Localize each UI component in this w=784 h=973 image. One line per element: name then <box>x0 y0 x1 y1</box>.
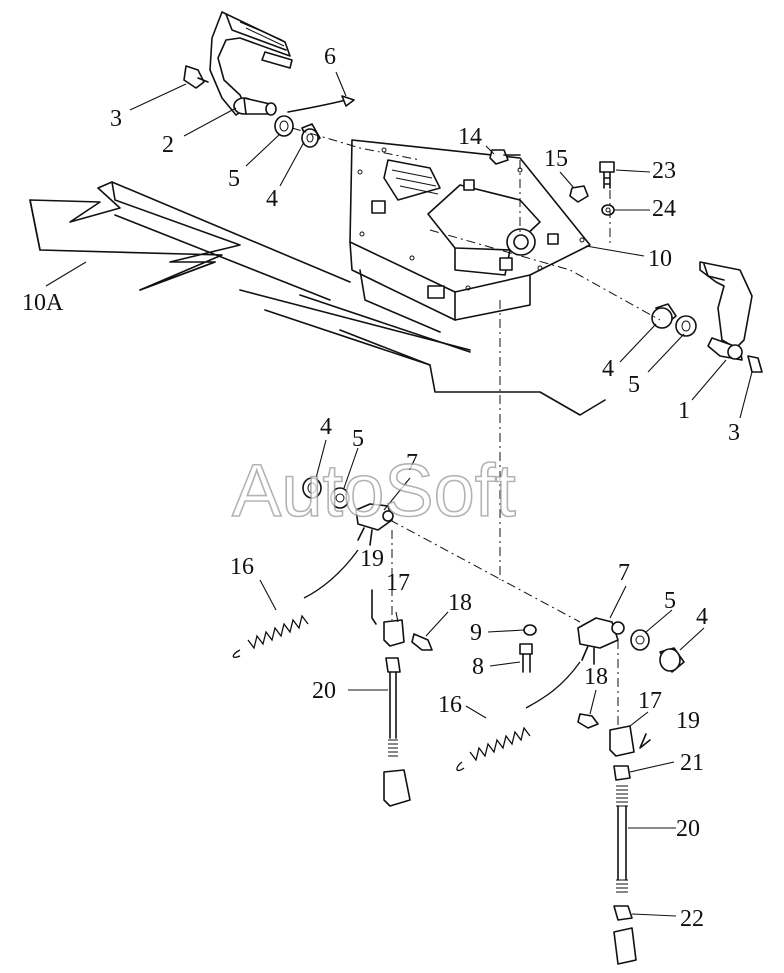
bushing-4-top <box>301 123 321 148</box>
spring-16-left <box>232 549 359 658</box>
spring-16-right <box>456 661 581 772</box>
spring-clip-19-right <box>639 733 651 749</box>
callout-20-right: 20 <box>676 816 700 842</box>
callout-19-right: 19 <box>676 708 700 734</box>
callout-2: 2 <box>162 132 174 158</box>
pin-18-right <box>577 713 599 729</box>
callout-16-right: 16 <box>438 692 462 718</box>
callout-21: 21 <box>680 750 704 776</box>
bushing-5-right <box>630 629 650 651</box>
centerlines <box>291 127 661 725</box>
callout-19-left: 19 <box>360 546 384 572</box>
end-fitting-right <box>613 927 637 965</box>
callout-4-top: 4 <box>266 186 278 212</box>
bushing-5-mid <box>675 315 697 337</box>
nut-21 <box>613 765 631 781</box>
callout-14: 14 <box>458 124 482 150</box>
bolt-8 <box>519 643 533 673</box>
callout-5-top: 5 <box>228 166 240 192</box>
clevis-17-right <box>609 725 635 757</box>
callout-16-left: 16 <box>230 554 254 580</box>
callout-20-left: 20 <box>312 678 336 704</box>
bracket-10 <box>349 139 591 333</box>
callout-9: 9 <box>470 620 482 646</box>
callout-4-right: 4 <box>696 604 708 630</box>
floor-plate-10a <box>29 181 606 416</box>
nut-15 <box>569 185 589 203</box>
callout-22: 22 <box>680 906 704 932</box>
callout-5-mid: 5 <box>628 372 640 398</box>
callout-4-left: 4 <box>320 414 332 440</box>
leader-lines <box>45 71 753 917</box>
callout-4-mid: 4 <box>602 356 614 382</box>
bolt-14 <box>489 149 521 165</box>
callout-6: 6 <box>324 44 336 70</box>
callout-18-right: 18 <box>584 664 608 690</box>
watermark-text: AutoSoft <box>232 449 516 532</box>
callout-18-left: 18 <box>448 590 472 616</box>
callout-5-left: 5 <box>352 426 364 452</box>
bushing-5-left <box>330 487 350 509</box>
callout-3-top: 3 <box>110 106 122 132</box>
callout-1: 1 <box>678 398 690 424</box>
bolt-23 <box>599 161 615 189</box>
callout-17-left: 17 <box>386 570 410 596</box>
callout-labels: 3 6 2 5 4 14 15 23 24 10 10A 4 5 1 3 4 5… <box>22 44 740 932</box>
callout-15: 15 <box>544 146 568 172</box>
nut-22 <box>613 905 633 921</box>
bushing-4-right <box>659 647 685 673</box>
bushing-5-top <box>274 115 294 137</box>
callout-3-right: 3 <box>728 420 740 446</box>
lever-7-left <box>355 503 394 546</box>
washer-24 <box>601 204 615 216</box>
pin-6 <box>287 95 355 113</box>
rod-20-left <box>383 657 411 807</box>
pedal-2 <box>209 11 293 116</box>
callout-10a: 10A <box>22 290 64 316</box>
switch-3-top <box>183 65 209 89</box>
callout-8: 8 <box>472 654 484 680</box>
pin-18-left <box>411 633 433 651</box>
washer-9 <box>523 624 537 636</box>
pedal-1 <box>699 261 753 361</box>
callout-23: 23 <box>652 158 676 184</box>
callout-5-right: 5 <box>664 588 676 614</box>
bushing-4-left <box>302 477 322 499</box>
bushing-4-mid <box>651 303 677 329</box>
spring-clip-19-left <box>371 589 377 625</box>
callout-24: 24 <box>652 196 676 222</box>
callout-7-right: 7 <box>618 560 630 586</box>
lever-7-right <box>577 617 625 665</box>
callout-17-right: 17 <box>638 688 662 714</box>
clevis-17-left <box>383 619 405 647</box>
callout-10: 10 <box>648 246 672 272</box>
rod-20-right <box>616 785 628 893</box>
switch-3-right <box>747 355 763 373</box>
callout-7-left: 7 <box>406 450 418 476</box>
